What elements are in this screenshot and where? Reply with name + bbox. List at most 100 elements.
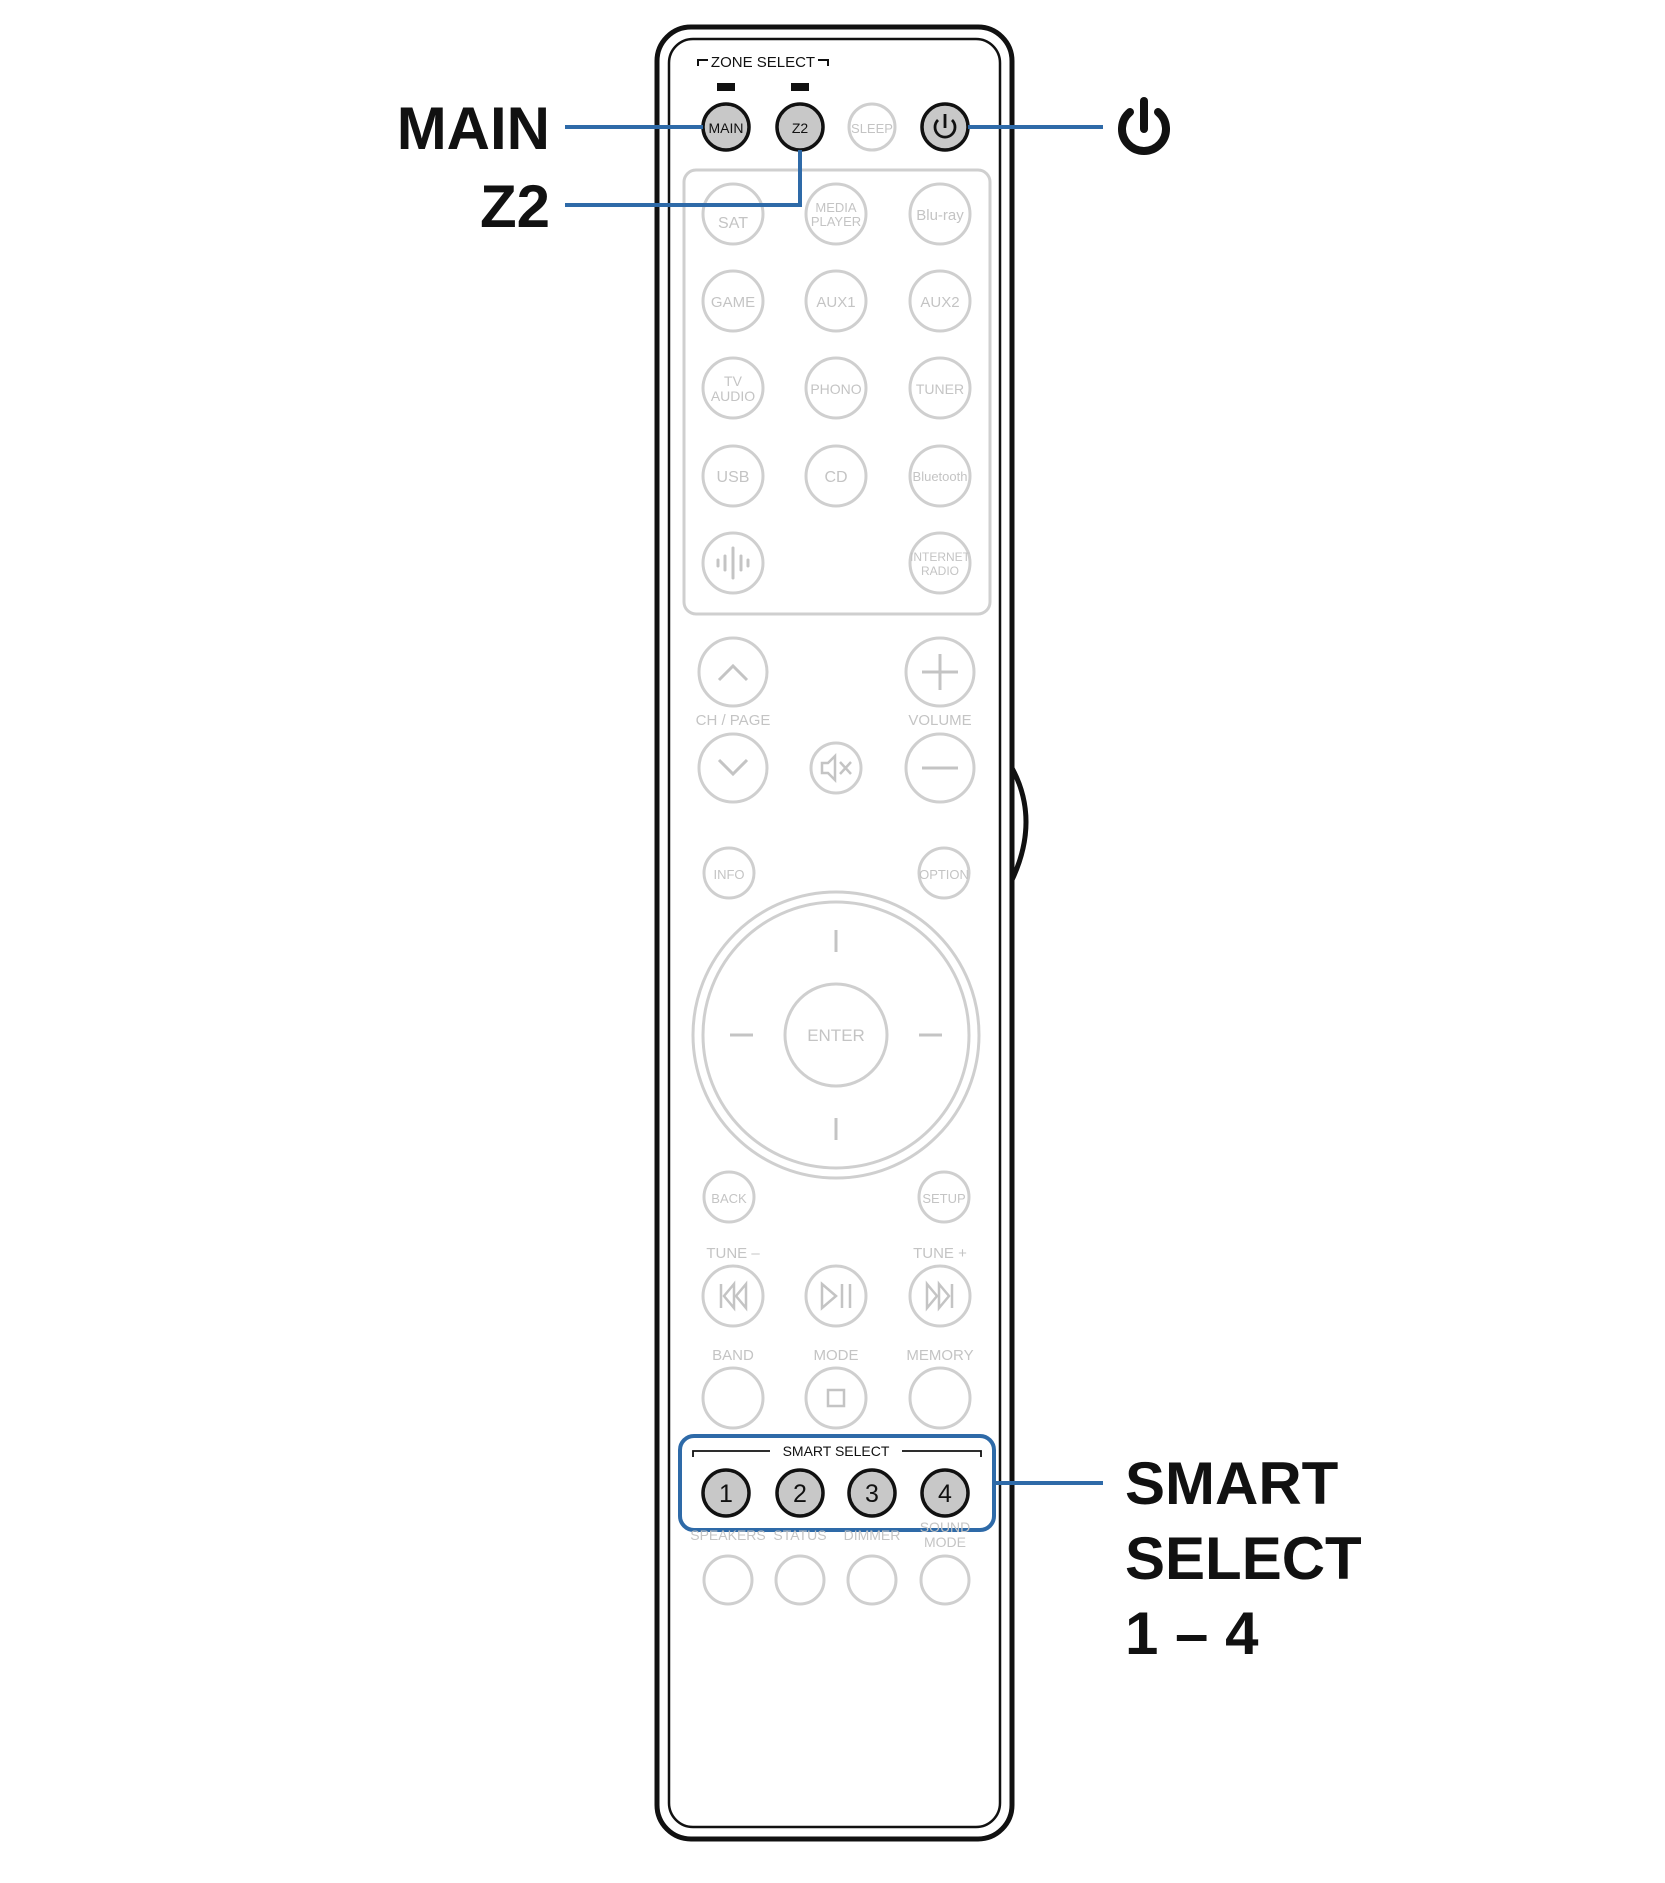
mute-icon (820, 752, 852, 784)
svg-text:3: 3 (865, 1480, 879, 1508)
smart-select-bracket-right (902, 1450, 982, 1457)
svg-text:INFO: INFO (713, 867, 744, 882)
memory-label: MEMORY (906, 1347, 973, 1364)
volume-up-button[interactable] (904, 636, 976, 708)
smart-select-3-button[interactable]: 3 (847, 1468, 897, 1518)
smart-select-callout-line2: SELECT (1125, 1525, 1362, 1592)
svg-text:ENTER: ENTER (807, 1026, 865, 1045)
volume-down-button[interactable] (904, 732, 976, 804)
source-phono-button[interactable]: PHONO (804, 356, 868, 420)
chevron-down-icon (717, 758, 749, 777)
plus-icon (922, 654, 958, 690)
setup-button[interactable]: SETUP (917, 1170, 971, 1224)
source-cd-button[interactable]: CD (804, 444, 868, 508)
main-callout-text: MAIN (397, 95, 550, 162)
stop-icon (826, 1388, 846, 1408)
speakers-label: SPEAKERS (690, 1527, 765, 1543)
smart-select-label: SMART SELECT (783, 1443, 890, 1459)
smart-select-4-button[interactable]: 4 (920, 1468, 970, 1518)
source-aux1-button[interactable]: AUX1 (804, 269, 868, 333)
dimmer-button[interactable] (846, 1554, 898, 1606)
svg-text:GAME: GAME (711, 294, 755, 311)
ch-page-label: CH / PAGE (696, 712, 771, 729)
source-sat-button[interactable]: SAT (701, 182, 765, 246)
svg-text:MAIN: MAIN (709, 120, 744, 136)
svg-text:RADIO: RADIO (921, 564, 959, 578)
power-button[interactable] (920, 102, 970, 152)
band-button[interactable] (701, 1366, 765, 1430)
source-bluetooth-button[interactable]: Bluetooth (908, 444, 972, 508)
source-aux2-button[interactable]: AUX2 (908, 269, 972, 333)
svg-text:TV: TV (724, 373, 743, 389)
mode-button[interactable] (804, 1366, 868, 1430)
sleep-button[interactable]: SLEEP (847, 102, 897, 152)
svg-text:OPTION: OPTION (919, 867, 969, 882)
main-led (717, 83, 735, 91)
power-icon (933, 114, 957, 139)
svg-text:2: 2 (793, 1480, 807, 1508)
svg-text:TUNER: TUNER (916, 381, 964, 397)
option-button[interactable]: OPTION (917, 846, 971, 900)
dpad (691, 890, 981, 1180)
info-button[interactable]: INFO (702, 846, 756, 900)
source-game-button[interactable]: GAME (701, 269, 765, 333)
svg-text:INTERNET: INTERNET (910, 550, 971, 564)
source-media-player-button[interactable]: MEDIA PLAYER (804, 182, 868, 246)
power-callout-icon (1118, 97, 1170, 155)
mute-button[interactable] (809, 741, 863, 795)
memory-button[interactable] (908, 1366, 972, 1430)
play-pause-button[interactable] (804, 1264, 868, 1328)
sound-mode-label-2: MODE (924, 1534, 966, 1550)
skip-forward-icon (925, 1280, 954, 1312)
svg-text:MEDIA: MEDIA (815, 200, 857, 215)
status-label: STATUS (773, 1527, 826, 1543)
svg-text:CD: CD (824, 469, 847, 486)
zone-select-label: ZONE SELECT (711, 54, 815, 71)
play-pause-icon (820, 1281, 852, 1311)
svg-text:PLAYER: PLAYER (811, 214, 861, 229)
previous-button[interactable] (701, 1264, 765, 1328)
svg-text:AUX1: AUX1 (816, 294, 855, 311)
ch-page-down-button[interactable] (697, 732, 769, 804)
heos-icon (716, 546, 750, 580)
next-button[interactable] (908, 1264, 972, 1328)
speakers-button[interactable] (702, 1554, 754, 1606)
svg-text:Blu-ray: Blu-ray (916, 207, 964, 224)
main-button[interactable]: MAIN (701, 102, 751, 152)
smart-select-callout-line3: 1 – 4 (1125, 1600, 1259, 1667)
svg-text:AUDIO: AUDIO (711, 388, 755, 404)
source-tv-audio-button[interactable]: TV AUDIO (701, 356, 765, 420)
svg-text:4: 4 (938, 1480, 952, 1508)
smart-select-callout-line1: SMART (1125, 1450, 1338, 1517)
svg-text:SAT: SAT (718, 215, 748, 232)
status-button[interactable] (774, 1554, 826, 1606)
source-internet-radio-button[interactable]: INTERNET RADIO (908, 531, 972, 595)
source-usb-button[interactable]: USB (701, 444, 765, 508)
smart-select-1-button[interactable]: 1 (701, 1468, 751, 1518)
source-bluray-button[interactable]: Blu-ray (908, 182, 972, 246)
svg-text:1: 1 (719, 1480, 733, 1508)
enter-button[interactable]: ENTER (783, 982, 889, 1088)
source-tuner-button[interactable]: TUNER (908, 356, 972, 420)
ch-page-up-button[interactable] (697, 636, 769, 708)
dimmer-label: DIMMER (844, 1527, 901, 1543)
z2-led (791, 83, 809, 91)
svg-text:USB: USB (717, 469, 750, 486)
tune-plus-label: TUNE + (913, 1245, 967, 1262)
svg-text:Bluetooth: Bluetooth (913, 469, 968, 484)
sound-mode-button[interactable] (919, 1554, 971, 1606)
z2-button[interactable]: Z2 (775, 102, 825, 152)
svg-text:Z2: Z2 (792, 120, 809, 136)
volume-label: VOLUME (908, 712, 971, 729)
band-label: BAND (712, 1347, 754, 1364)
mode-label: MODE (814, 1347, 859, 1364)
remote-body-inner (667, 37, 1002, 1829)
svg-text:SETUP: SETUP (922, 1191, 965, 1206)
smart-select-2-button[interactable]: 2 (775, 1468, 825, 1518)
back-button[interactable]: BACK (702, 1170, 756, 1224)
tune-minus-label: TUNE – (706, 1245, 760, 1262)
heos-button[interactable] (701, 531, 765, 595)
source-panel (682, 168, 992, 616)
